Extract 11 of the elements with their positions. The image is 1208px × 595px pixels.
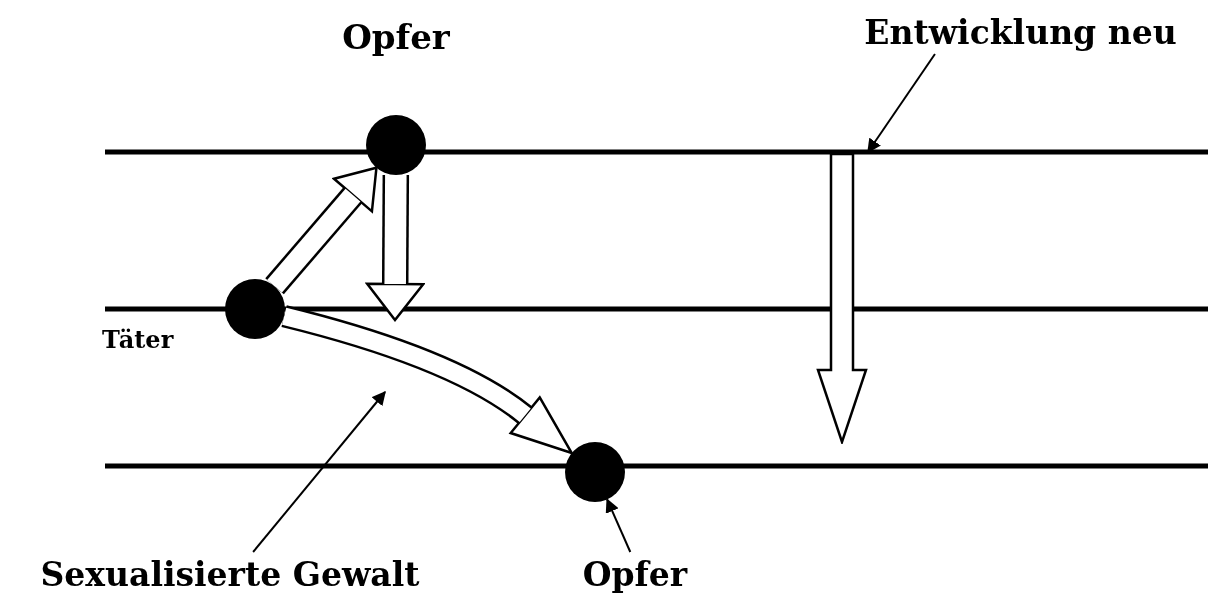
node-label: Täter [102,324,175,356]
leader-arrow [605,498,632,553]
hollow-arrow [281,305,575,453]
label-text: Entwicklung neu [864,15,1177,49]
leader-arrow [252,390,386,553]
hollow-arrow [365,174,425,322]
node-label: Opfer [341,16,451,59]
label-text: Sexualisierte Gewalt [40,557,420,591]
hollow-arrow [814,152,870,444]
hollow-arrow [265,166,378,295]
label-text: Opfer [582,557,688,591]
